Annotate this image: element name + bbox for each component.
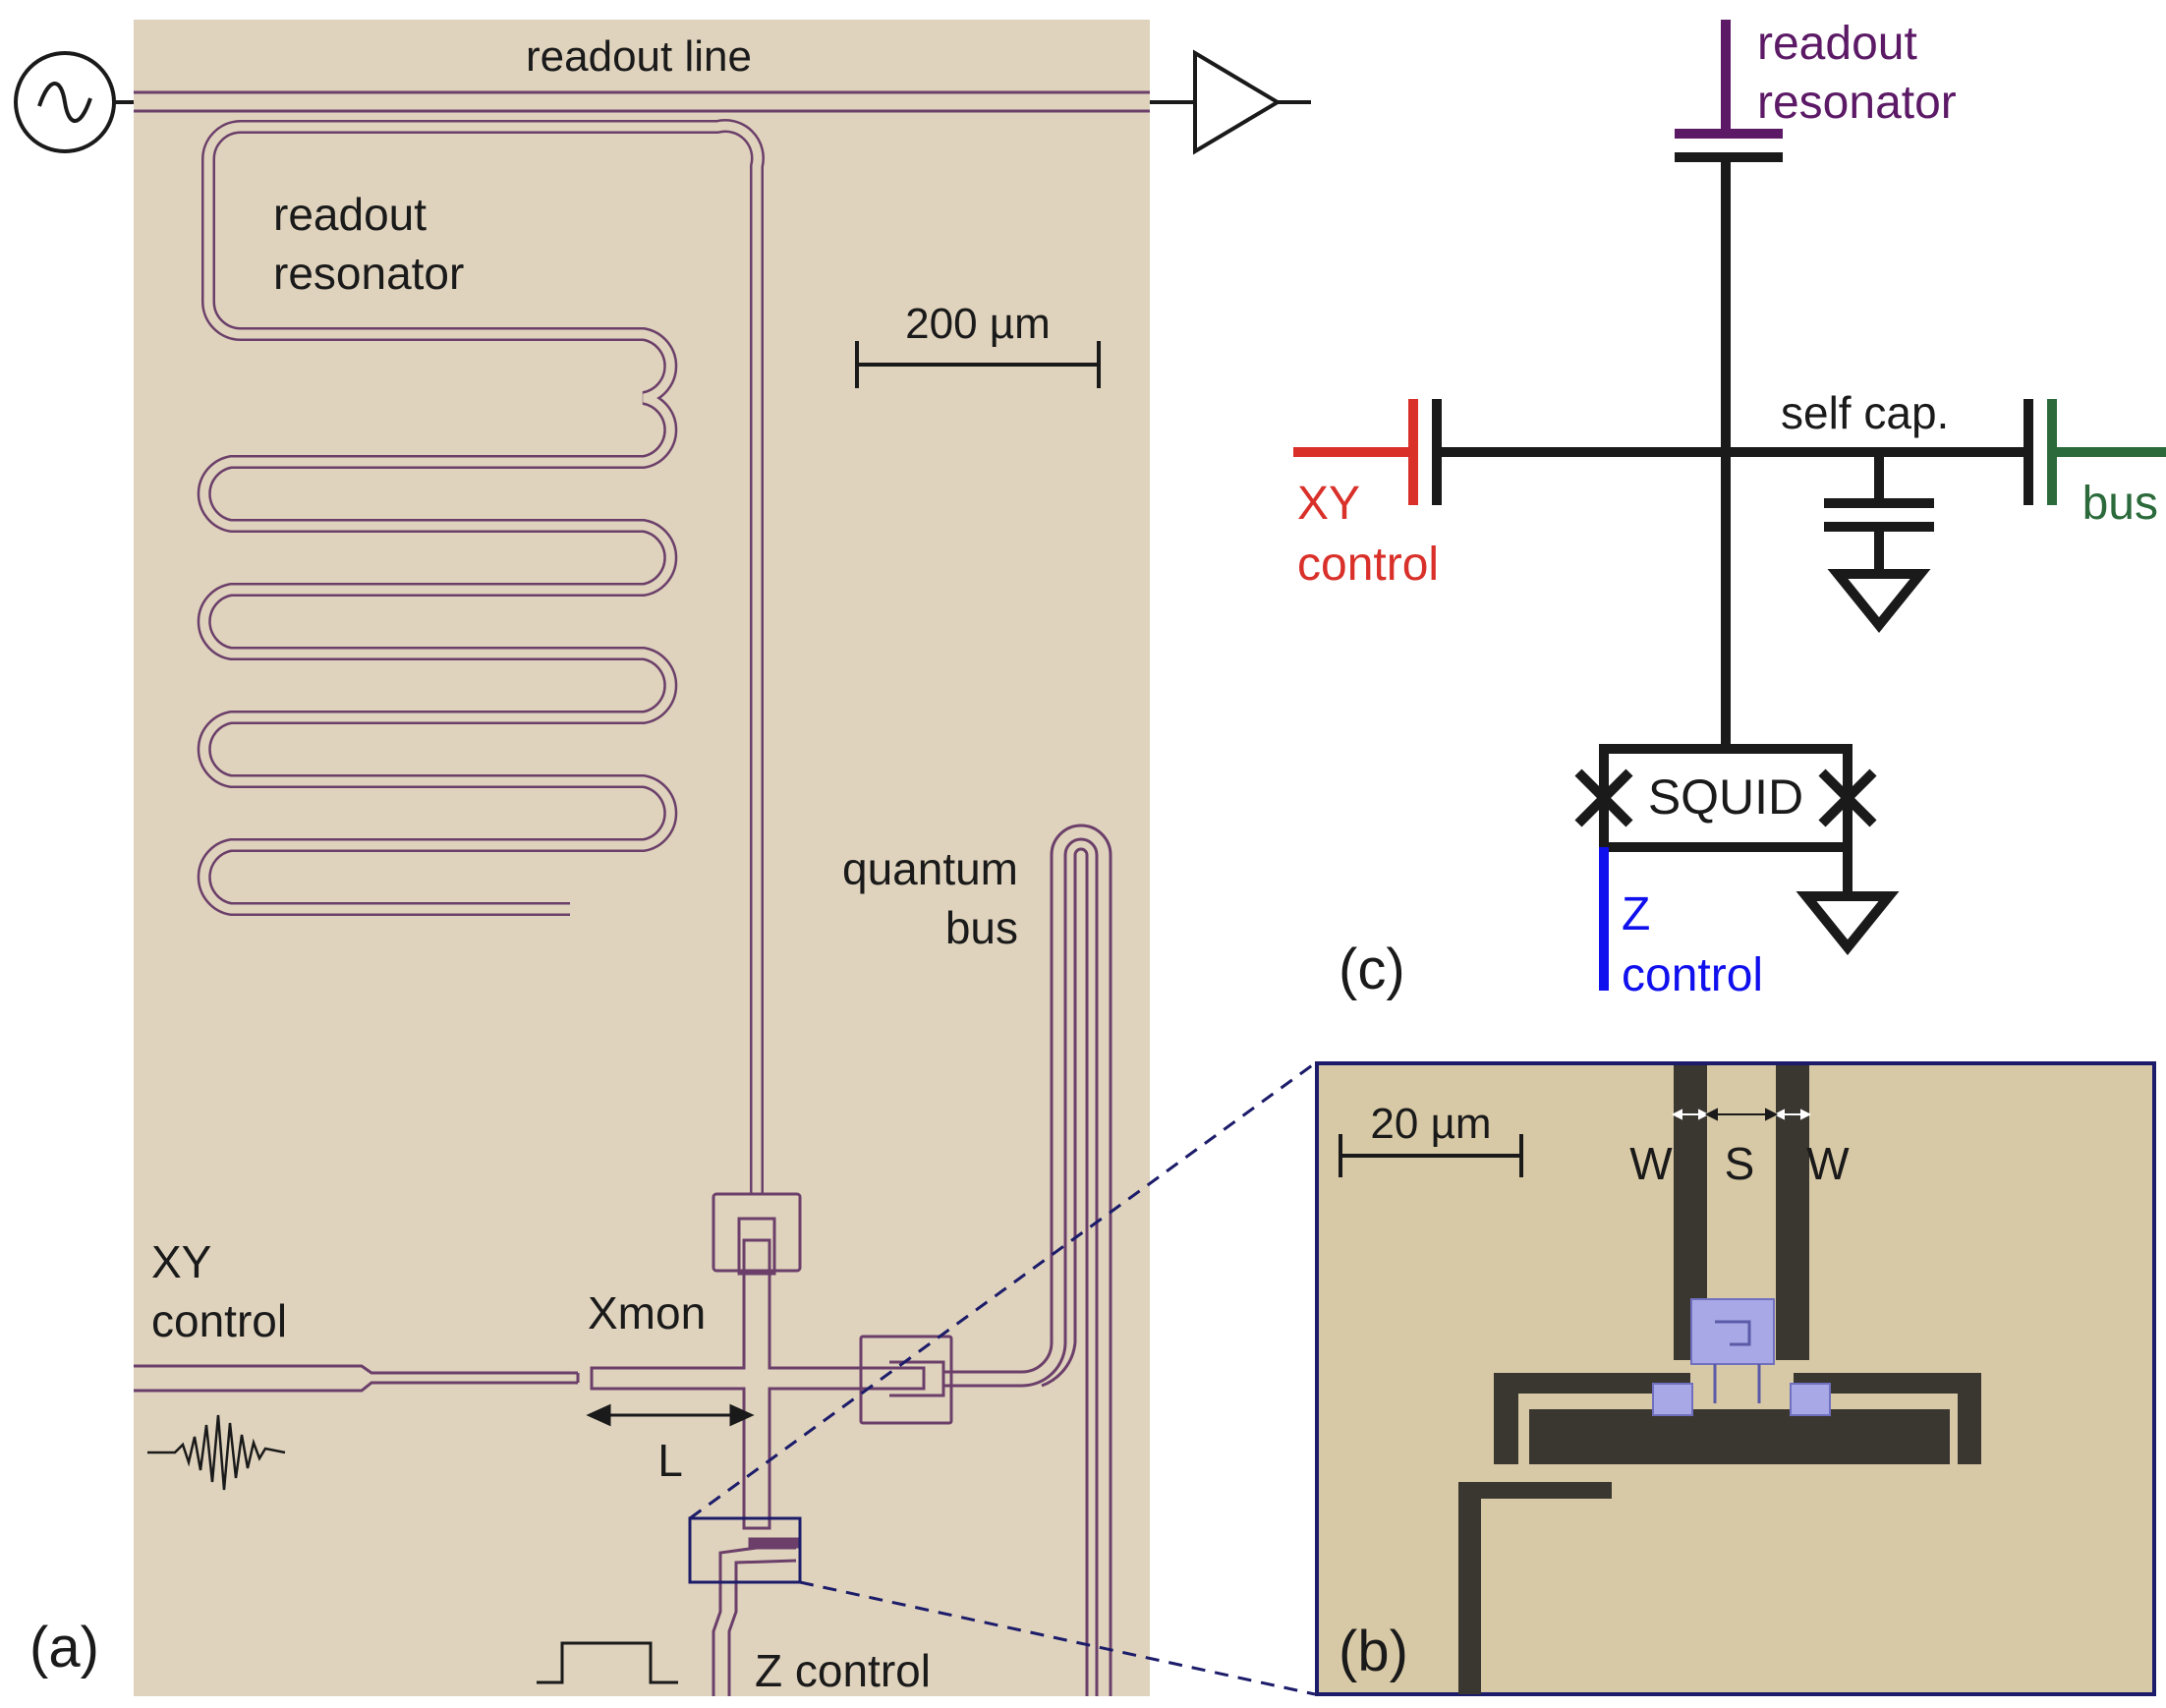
z-control-label: Z control: [755, 1645, 931, 1696]
xmon-label: Xmon: [588, 1287, 706, 1338]
readout-resonator-label-line1: readout: [273, 189, 427, 240]
readout-line-label: readout line: [526, 32, 752, 81]
quantum-bus-label-line1: quantum: [842, 843, 1018, 894]
width-spacing-arrows: [1671, 1108, 1812, 1121]
z-pulse-waveform-icon: [537, 1641, 678, 1684]
schematic-readout-resonator-label-line1: readout: [1757, 18, 1917, 70]
length-arrow: [586, 1403, 755, 1427]
zoom-region-box: [688, 1516, 802, 1584]
xy-control-label-line2: control: [151, 1295, 287, 1346]
s-label: S: [1725, 1138, 1755, 1189]
resonator-coupling-claw: [712, 1192, 802, 1276]
panel-a: readout line readout resonator 200 µm qu…: [14, 20, 1311, 1696]
bus-label: bus: [2082, 478, 2158, 530]
readout-resonator-label-line2: resonator: [273, 248, 464, 299]
panel-b-label: (b): [1339, 1620, 1408, 1683]
josephson-junction-left-icon: [1574, 769, 1633, 827]
quantum-bus-label-line2: bus: [945, 902, 1018, 953]
scale-bar-200um: [855, 341, 1101, 388]
zoom-scale-bar-label: 20 µm: [1370, 1100, 1491, 1148]
schematic-readout-resonator-label-line2: resonator: [1757, 77, 1957, 129]
scale-bar-label: 200 µm: [905, 300, 1051, 348]
bus-capacitor: [2024, 399, 2166, 505]
panel-a-label: (a): [29, 1616, 99, 1680]
squid-junctions: [1652, 1298, 1831, 1416]
quantum-bus-trace: [859, 824, 1112, 1696]
schematic-xy-control-label-line1: XY: [1297, 478, 1360, 530]
xmon-cross-trace: [590, 1238, 926, 1530]
schematic-z-control-label-line2: control: [1622, 949, 1763, 1001]
schematic-z-control-label-line1: Z: [1622, 888, 1650, 940]
josephson-junction-right-icon: [1818, 769, 1877, 827]
squid-ground: [1796, 847, 1900, 955]
xy-control-capacitor: [1293, 399, 1442, 505]
xy-control-label-line1: XY: [151, 1236, 211, 1287]
panel-b: 20 µm W S W (b): [1315, 1061, 2156, 1696]
amplifier-icon: [1150, 49, 1311, 155]
w-left-label: W: [1629, 1138, 1673, 1189]
squid-label: SQUID: [1648, 769, 1803, 825]
self-cap-label: self cap.: [1781, 387, 1949, 438]
length-label: L: [657, 1435, 683, 1486]
schematic-xy-control-label-line2: control: [1297, 539, 1439, 591]
microwave-source-icon: [14, 51, 134, 153]
w-right-label: W: [1806, 1138, 1850, 1189]
zoom-connector-lines: [689, 1061, 1316, 1696]
panel-c: readout resonator self cap. XY control b…: [1293, 18, 2166, 1001]
xy-control-trace: [134, 1364, 580, 1393]
readout-resonator-trace: [197, 119, 765, 1194]
scale-bar-20um: [1339, 1134, 1523, 1177]
panel-c-label: (c): [1339, 938, 1405, 1001]
chip-photo-background: [134, 20, 1150, 1696]
xy-pulse-waveform-icon: [147, 1414, 286, 1491]
self-capacitance-to-ground: [1824, 452, 1934, 633]
readout-line-trace: [134, 90, 1150, 113]
